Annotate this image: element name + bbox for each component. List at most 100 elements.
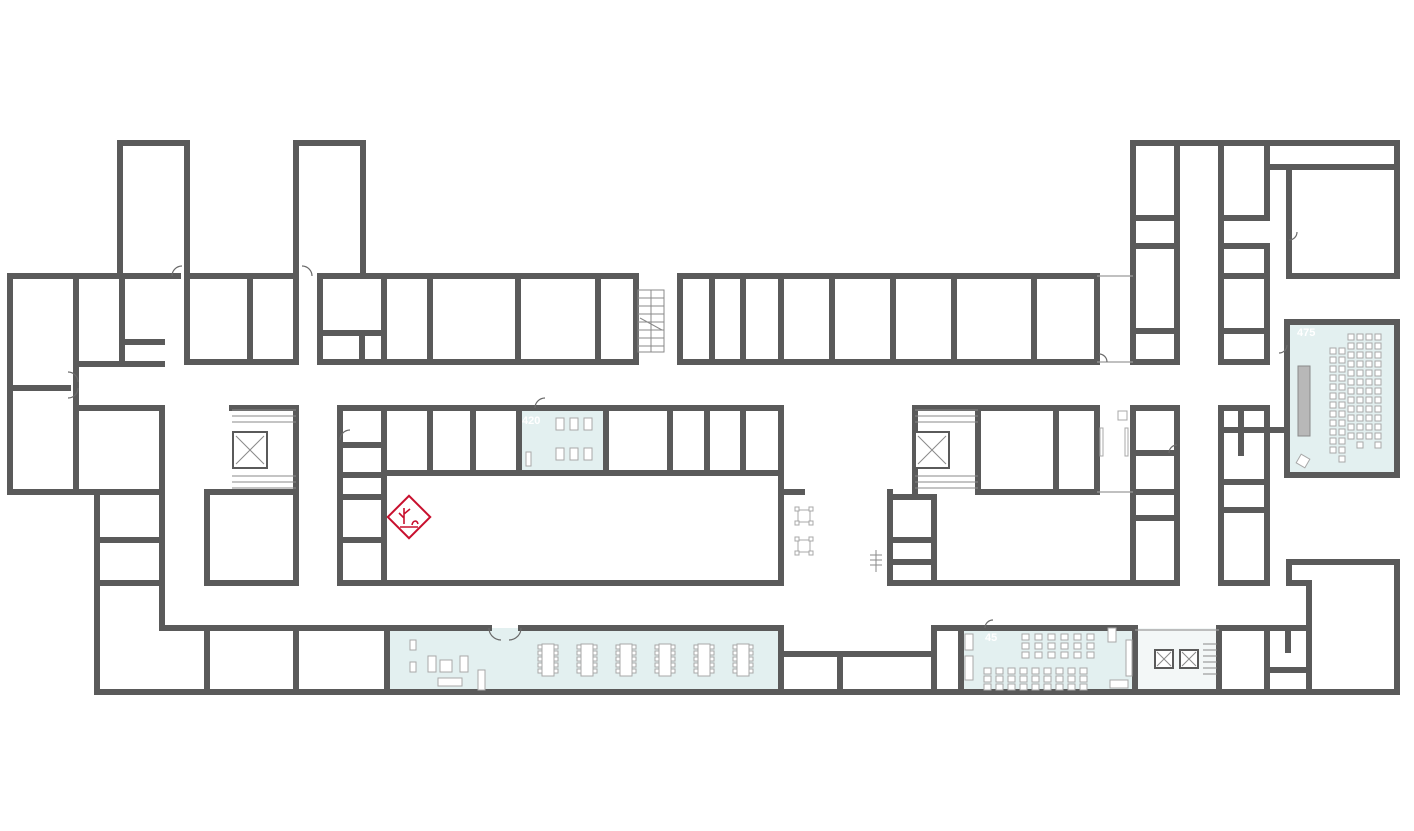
doors xyxy=(67,231,1298,641)
chair-icon xyxy=(748,650,754,656)
seat-icon xyxy=(1031,667,1040,675)
seat-icon xyxy=(1329,419,1337,427)
seat-icon xyxy=(1374,423,1382,431)
chair-icon xyxy=(537,662,543,668)
seat-icon xyxy=(1073,642,1082,650)
seat-icon xyxy=(1356,405,1364,413)
seat-icon xyxy=(1347,432,1355,440)
seat-icon xyxy=(1356,333,1364,341)
seat-icon xyxy=(1019,675,1028,683)
room-45x-furniture xyxy=(964,627,1133,691)
seat-icon xyxy=(1031,675,1040,683)
environmental-hazard-icon[interactable] xyxy=(386,494,432,540)
seat-icon xyxy=(1347,387,1355,395)
chair-icon xyxy=(615,650,621,656)
seat-icon xyxy=(1347,351,1355,359)
chair-icon xyxy=(654,644,660,650)
elevator-lobby-highlight xyxy=(1135,628,1218,691)
elevator-left xyxy=(232,409,296,489)
seat-icon xyxy=(1356,351,1364,359)
seat-icon xyxy=(1338,383,1346,391)
chair-icon xyxy=(615,662,621,668)
chair-icon xyxy=(631,668,637,674)
chair-icon xyxy=(693,656,699,662)
seat-icon xyxy=(1338,437,1346,445)
chair-icon xyxy=(709,656,715,662)
chair-icon xyxy=(631,656,637,662)
chair-icon xyxy=(615,668,621,674)
seat-icon xyxy=(1329,392,1337,400)
seat-icon xyxy=(1086,642,1095,650)
seat-icon xyxy=(995,667,1004,675)
seat-icon xyxy=(1338,365,1346,373)
seat-icon xyxy=(1329,401,1337,409)
seat-icon xyxy=(1365,333,1373,341)
chair-icon xyxy=(748,656,754,662)
seat-icon xyxy=(1086,651,1095,659)
seat-icon xyxy=(1347,378,1355,386)
seat-icon xyxy=(1338,356,1346,364)
seat-icon xyxy=(1047,633,1056,641)
room-475-label: 475 xyxy=(1297,327,1315,339)
seat-icon xyxy=(1067,683,1076,691)
chair-icon xyxy=(592,644,598,650)
seat-icon xyxy=(1365,414,1373,422)
seat-icon xyxy=(995,675,1004,683)
seat-icon xyxy=(1338,410,1346,418)
chair-icon xyxy=(709,644,715,650)
stairs-top xyxy=(637,289,665,353)
table-icon xyxy=(541,643,555,677)
seat-icon xyxy=(995,683,1004,691)
chair-icon xyxy=(592,668,598,674)
stand-icon xyxy=(870,410,1129,572)
seat-icon xyxy=(1338,374,1346,382)
room-420-furniture xyxy=(525,417,593,467)
seat-icon xyxy=(1329,374,1337,382)
lecture-room-bottom-furniture xyxy=(409,639,754,691)
chair-icon xyxy=(631,644,637,650)
seat-icon xyxy=(1329,410,1337,418)
seat-icon xyxy=(1055,675,1064,683)
chair-icon xyxy=(709,662,715,668)
seat-icon xyxy=(1374,387,1382,395)
seat-icon xyxy=(1374,333,1382,341)
seat-icon xyxy=(1347,342,1355,350)
seat-icon xyxy=(1021,642,1030,650)
seat-icon xyxy=(1047,642,1056,650)
chair-icon xyxy=(748,662,754,668)
chair-icon xyxy=(553,650,559,656)
seat-icon xyxy=(1347,333,1355,341)
seat-icon xyxy=(1365,378,1373,386)
seat-icon xyxy=(1329,347,1337,355)
chair-icon xyxy=(615,644,621,650)
seat-icon xyxy=(1374,396,1382,404)
seat-icon xyxy=(1329,428,1337,436)
thin-lines xyxy=(1097,275,1219,631)
seat-icon xyxy=(1047,651,1056,659)
seat-icon xyxy=(1007,675,1016,683)
seat-icon xyxy=(983,667,992,675)
chair-icon xyxy=(537,656,543,662)
seat-icon xyxy=(1365,351,1373,359)
chair-icon xyxy=(592,656,598,662)
chair-icon xyxy=(794,506,814,556)
seat-icon xyxy=(1067,675,1076,683)
seat-icon xyxy=(1338,446,1346,454)
chair-icon xyxy=(670,650,676,656)
chair-icon xyxy=(615,656,621,662)
seat-icon xyxy=(1034,633,1043,641)
chair-icon xyxy=(748,644,754,650)
chair-icon xyxy=(732,662,738,668)
seat-icon xyxy=(1356,432,1364,440)
chair-icon xyxy=(576,662,582,668)
chair-icon xyxy=(654,668,660,674)
seat-icon xyxy=(1034,651,1043,659)
seat-icon xyxy=(1031,683,1040,691)
chair-icon xyxy=(693,650,699,656)
walls xyxy=(7,140,1400,695)
chair-icon xyxy=(693,668,699,674)
table-icon xyxy=(619,643,633,677)
chair-icon xyxy=(670,644,676,650)
table-icon xyxy=(736,643,750,677)
